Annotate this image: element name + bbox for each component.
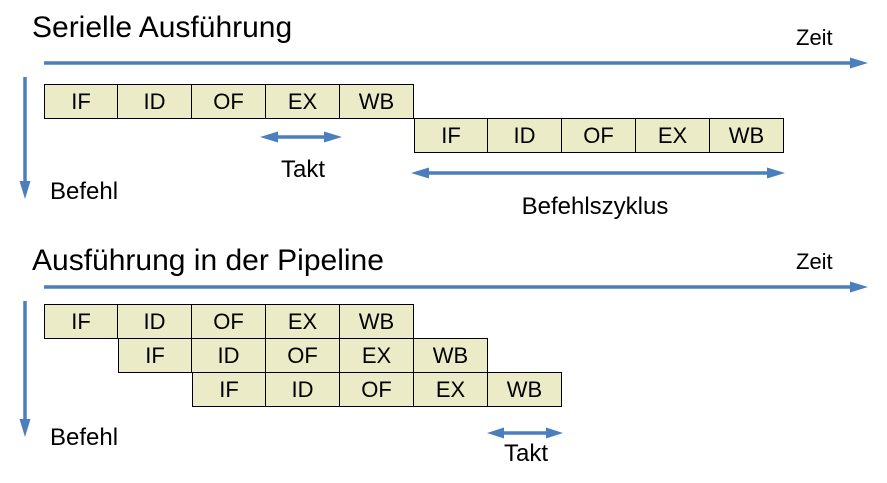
instruction-cycle-arrow — [411, 167, 785, 179]
stage-cell-of: OF — [192, 84, 266, 119]
pipeline-instruction-row-1: IF ID OF EX WB — [44, 304, 414, 339]
serial-instruction-axis-arrow — [19, 77, 31, 199]
stage-cell-if: IF — [414, 118, 488, 153]
stage-cell-ex: EX — [266, 304, 340, 339]
stage-cell-wb: WB — [710, 118, 784, 153]
stage-cell-of: OF — [340, 372, 414, 407]
pipeline-time-axis-label: Zeit — [796, 249, 833, 274]
stage-cell-ex: EX — [266, 84, 340, 119]
stage-cell-wb: WB — [414, 338, 488, 373]
serial-instruction-axis-label: Befehl — [50, 178, 119, 205]
instruction-cycle-label: Befehlszyklus — [521, 193, 669, 220]
serial-section-title: Serielle Ausführung — [32, 11, 293, 44]
stage-cell-id: ID — [488, 118, 562, 153]
serial-time-axis-label: Zeit — [796, 25, 833, 50]
pipeline-instruction-row-2: IF ID OF EX WB — [118, 338, 488, 373]
serial-instruction-row-2: IF ID OF EX WB — [414, 118, 784, 153]
stage-cell-wb: WB — [340, 84, 414, 119]
serial-clock-cycle-arrow — [260, 131, 342, 143]
pipeline-section-title: Ausführung in der Pipeline — [32, 244, 384, 277]
stage-cell-if: IF — [44, 304, 118, 339]
stage-cell-of: OF — [562, 118, 636, 153]
pipeline-time-axis-arrow — [44, 281, 868, 293]
stage-cell-wb: WB — [340, 304, 414, 339]
stage-cell-id: ID — [266, 372, 340, 407]
serial-time-axis-arrow — [44, 57, 868, 69]
stage-cell-id: ID — [118, 84, 192, 119]
pipeline-clock-cycle-label: Takt — [503, 440, 548, 467]
stage-cell-if: IF — [44, 84, 118, 119]
stage-cell-ex: EX — [340, 338, 414, 373]
stage-cell-id: ID — [118, 304, 192, 339]
serial-instruction-row-1: IF ID OF EX WB — [44, 84, 414, 119]
stage-cell-of: OF — [266, 338, 340, 373]
stage-cell-ex: EX — [414, 372, 488, 407]
pipeline-instruction-row-3: IF ID OF EX WB — [192, 372, 562, 407]
pipeline-instruction-axis-label: Befehl — [50, 424, 119, 451]
stage-cell-if: IF — [192, 372, 266, 407]
stage-cell-wb: WB — [488, 372, 562, 407]
stage-cell-of: OF — [192, 304, 266, 339]
stage-cell-id: ID — [192, 338, 266, 373]
stage-cell-if: IF — [118, 338, 192, 373]
pipeline-instruction-axis-arrow — [19, 301, 31, 437]
serial-clock-cycle-label: Takt — [280, 156, 325, 183]
stage-cell-ex: EX — [636, 118, 710, 153]
pipeline-clock-cycle-arrow — [487, 427, 563, 439]
